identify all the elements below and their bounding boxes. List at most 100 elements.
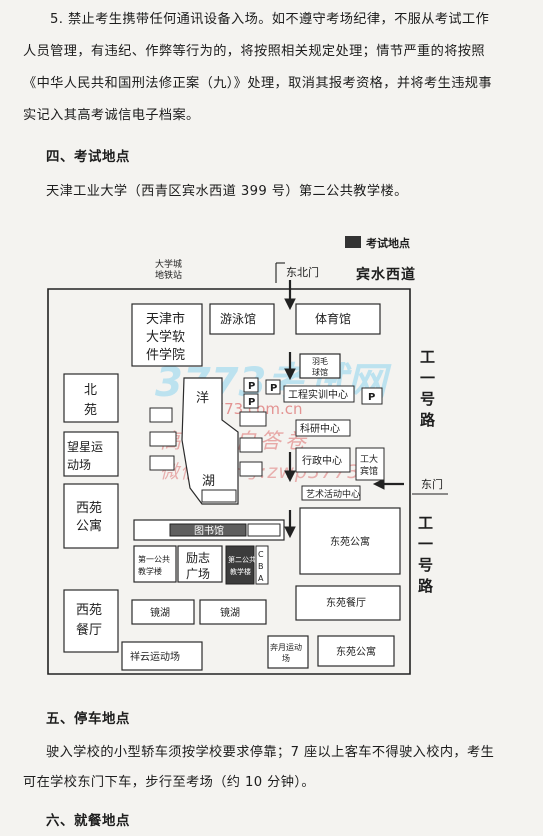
- small-building-3: [149, 455, 175, 471]
- svg-text:工: 工: [418, 514, 433, 532]
- arrow-east-gate: [372, 478, 404, 490]
- svg-text:东苑餐厅: 东苑餐厅: [326, 596, 366, 609]
- small-building-1: [149, 407, 173, 423]
- svg-text:西苑: 西苑: [76, 501, 102, 516]
- svg-text:大学软: 大学软: [146, 329, 185, 345]
- svg-text:路: 路: [418, 577, 434, 595]
- svg-text:北: 北: [84, 383, 97, 398]
- parking-2: [243, 393, 259, 409]
- building-dongyuan-apartment: [299, 507, 401, 575]
- svg-text:动场: 动场: [67, 458, 91, 472]
- building-xiyuan-canteen: [63, 589, 119, 653]
- arrow-inner-1: [284, 352, 296, 381]
- svg-text:一: 一: [420, 369, 435, 387]
- building-dongyuan-canteen: [295, 585, 401, 621]
- svg-text:P: P: [248, 381, 255, 392]
- legend-swatch: [345, 236, 361, 248]
- parking-1: [243, 377, 259, 393]
- parking-3: [265, 379, 281, 395]
- small-building-5: [239, 437, 263, 453]
- arrow-north-gate: [284, 280, 296, 311]
- svg-text:奔月运动: 奔月运动: [270, 642, 302, 652]
- arrow-inner-3: [284, 510, 296, 539]
- svg-text:教学楼: 教学楼: [230, 567, 251, 576]
- rule-item: 5. 禁止考生携带任何通讯设备入场。如不遵守考场纪律，不服从考试工作: [50, 12, 490, 27]
- rule-line: 人员管理，有违纪、作弊等行为的，将按照相关规定处理；情节严重的将按照: [23, 44, 485, 59]
- svg-text:艺术活动中心: 艺术活动中心: [306, 488, 360, 500]
- svg-text:C: C: [258, 550, 264, 559]
- lake-jinghu-right: [199, 599, 267, 625]
- svg-text:洋: 洋: [196, 391, 209, 406]
- small-building-7: [201, 489, 237, 503]
- svg-text:公寓: 公寓: [76, 518, 102, 534]
- metro-label-2: 地铁站: [155, 269, 182, 281]
- building-badminton: [299, 353, 341, 379]
- svg-text:P: P: [368, 392, 375, 403]
- svg-text:号: 号: [420, 390, 435, 408]
- watermark-url: 3773.com.cn: [205, 400, 303, 418]
- svg-text:行政中心: 行政中心: [302, 454, 342, 467]
- svg-text:工大: 工大: [360, 453, 378, 465]
- svg-text:P: P: [248, 397, 255, 408]
- svg-text:球馆: 球馆: [312, 367, 328, 377]
- svg-text:镜湖: 镜湖: [150, 606, 170, 619]
- svg-text:东苑公寓: 东苑公寓: [330, 535, 370, 548]
- parking-text-line: 驶入学校的小型轿车须按学校要求停靠；7 座以上客车不得驶入校内，考生: [46, 745, 495, 760]
- svg-text:励志: 励志: [186, 551, 210, 565]
- svg-text:湖: 湖: [202, 474, 215, 489]
- building-admin-center: [295, 447, 351, 473]
- building-xiyuan-apartment: [63, 483, 119, 549]
- svg-text:餐厅: 餐厅: [76, 622, 102, 638]
- building-exam-location: [225, 545, 255, 585]
- small-building-6: [239, 461, 263, 477]
- svg-text:场: 场: [282, 654, 290, 663]
- lizhi-square: [177, 545, 223, 583]
- east-gate-label: 东门: [421, 477, 443, 491]
- road-gongyi-bottom: 工 一 号 路: [418, 514, 434, 595]
- small-building-4: [239, 411, 267, 427]
- svg-text:西苑: 西苑: [76, 603, 102, 618]
- svg-text:望星运: 望星运: [67, 440, 103, 454]
- svg-text:第一公共: 第一公共: [138, 554, 170, 564]
- building-beiyuan: [63, 373, 119, 423]
- building-library: [169, 523, 247, 537]
- svg-text:第二公共: 第二公共: [228, 555, 256, 564]
- svg-text:号: 号: [418, 556, 433, 574]
- building-art-center: [301, 485, 361, 501]
- svg-text:路: 路: [420, 411, 436, 429]
- rule-line: 《中华人民共和国刑法修正案（九）》处理，取消其报考资格，并将考生违规事: [23, 76, 492, 91]
- lake-yanghu: [181, 377, 239, 505]
- lake-jinghu-left: [131, 599, 195, 625]
- svg-text:件学院: 件学院: [146, 347, 185, 363]
- svg-text:工程实训中心: 工程实训中心: [288, 388, 348, 401]
- north-gate-label: 东北门: [286, 265, 319, 279]
- svg-text:宾馆: 宾馆: [360, 465, 378, 477]
- svg-text:游泳馆: 游泳馆: [220, 311, 256, 326]
- legend-label: 考试地点: [366, 236, 410, 250]
- svg-text:羽毛: 羽毛: [312, 356, 328, 366]
- exam-address: 天津工业大学（西青区宾水西道 399 号）第二公共教学楼。: [46, 184, 408, 199]
- map-legend: 考试地点: [345, 236, 410, 250]
- building-gymnasium: [295, 303, 381, 335]
- building-wangxing-field: [63, 431, 119, 477]
- exam-building-wings: [255, 545, 269, 585]
- svg-text:广场: 广场: [186, 567, 210, 581]
- parking-text-line: 可在学校东门下车，步行至考场（约 10 分钟）。: [23, 775, 315, 790]
- svg-text:祥云运动场: 祥云运动场: [130, 650, 180, 663]
- svg-text:苑: 苑: [84, 403, 97, 418]
- section-heading-exam-location: 四、考试地点: [46, 150, 130, 165]
- campus-boundary: [47, 288, 411, 675]
- svg-text:镜湖: 镜湖: [220, 606, 240, 619]
- small-building-2: [149, 431, 177, 447]
- building-engineering-center: [283, 385, 355, 403]
- svg-text:P: P: [270, 383, 277, 394]
- building-science-center: [295, 419, 351, 437]
- rule-line: 实记入其高考诚信电子档案。: [23, 108, 200, 123]
- svg-text:一: 一: [418, 535, 433, 553]
- building-hotel: [355, 447, 385, 481]
- svg-text:工: 工: [420, 348, 435, 366]
- svg-text:科研中心: 科研中心: [300, 422, 340, 435]
- small-building-8: [247, 523, 281, 537]
- road-gongyi-top: 工 一 号 路: [420, 348, 436, 429]
